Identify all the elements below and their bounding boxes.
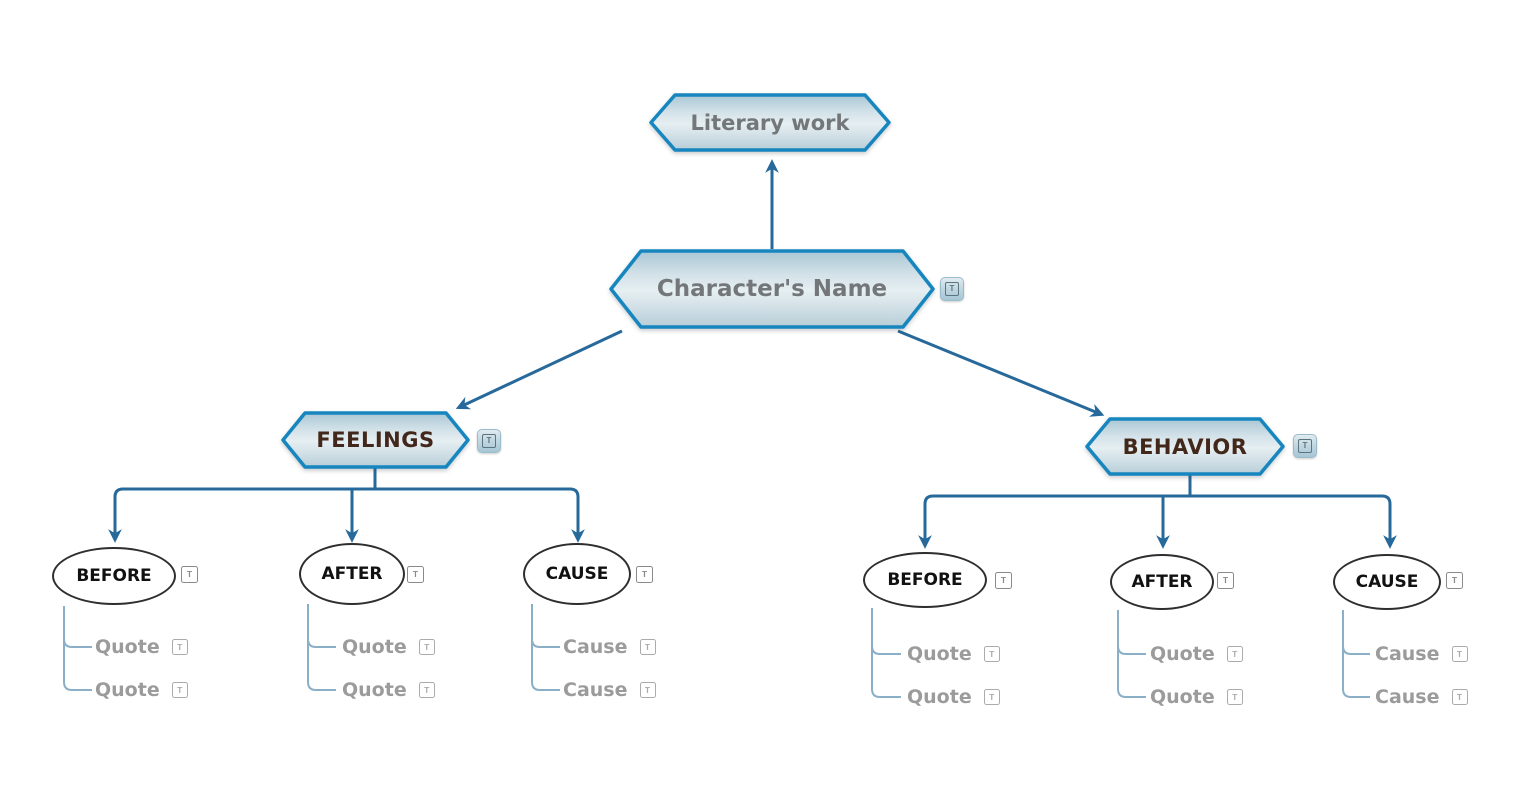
node-literary-work[interactable]: Literary work <box>649 93 891 152</box>
node-label: CAUSE <box>545 564 609 584</box>
badge-letter: T <box>1302 441 1308 450</box>
badge-letter: T <box>989 648 995 659</box>
node-characters-name[interactable]: Character's Name <box>609 249 935 329</box>
text-badge-icon[interactable]: T <box>171 639 188 655</box>
node-label: CAUSE <box>1355 572 1419 592</box>
text-badge-icon[interactable]: T <box>477 429 501 453</box>
leaf-label: Quote <box>907 643 972 665</box>
node-label: FEELINGS <box>316 428 435 452</box>
leaf-label: Quote <box>1150 686 1215 708</box>
badge-letter: T <box>1451 575 1458 586</box>
badge-letter: T <box>1232 691 1238 702</box>
badge-letter: T <box>412 569 419 580</box>
leaf-behavior-before-quote-1[interactable]: Quote T <box>907 641 1000 667</box>
hexagon-shape <box>281 411 470 469</box>
node-behavior-cause[interactable]: CAUSE <box>1333 554 1441 610</box>
leaf-feelings-after-quote-1[interactable]: Quote T <box>342 634 435 660</box>
badge-letter: T <box>177 684 183 695</box>
text-badge-icon[interactable]: T <box>1446 572 1463 589</box>
leaf-label: Quote <box>907 686 972 708</box>
node-behavior-before[interactable]: BEFORE <box>863 552 987 608</box>
leaf-behavior-cause-2[interactable]: Cause T <box>1375 684 1468 710</box>
leaf-feelings-cause-2[interactable]: Cause T <box>563 677 656 703</box>
hexagon-shape <box>609 249 935 329</box>
text-badge-icon[interactable]: T <box>639 639 656 655</box>
text-badge-icon[interactable]: T <box>418 639 435 655</box>
leaf-label: Quote <box>95 636 160 658</box>
leaf-label: Quote <box>1150 643 1215 665</box>
leaf-label: Cause <box>563 679 628 701</box>
node-feelings-before[interactable]: BEFORE <box>52 547 176 605</box>
node-feelings-cause[interactable]: CAUSE <box>523 543 631 605</box>
text-badge-icon[interactable]: T <box>171 682 188 698</box>
text-badge-icon[interactable]: T <box>940 277 964 301</box>
badge-letter: T <box>486 436 492 445</box>
leaf-feelings-before-quote-1[interactable]: Quote T <box>95 634 188 660</box>
node-feelings-after[interactable]: AFTER <box>299 543 405 605</box>
leaf-label: Quote <box>95 679 160 701</box>
leaf-feelings-after-quote-2[interactable]: Quote T <box>342 677 435 703</box>
badge-letter: T <box>641 569 648 580</box>
leaf-behavior-after-quote-2[interactable]: Quote T <box>1150 684 1243 710</box>
hexagon-shape <box>649 93 891 152</box>
leaf-feelings-cause-1[interactable]: Cause T <box>563 634 656 660</box>
node-label: BEFORE <box>76 566 152 586</box>
badge-letter: T <box>177 641 183 652</box>
badge-letter: T <box>1456 691 1463 702</box>
text-badge-icon[interactable]: T <box>1451 689 1468 705</box>
edge-feelings-rail <box>108 487 585 543</box>
leaf-feelings-before-quote-2[interactable]: Quote T <box>95 677 188 703</box>
leaf-label: Cause <box>1375 643 1440 665</box>
badge-letter: T <box>186 569 193 580</box>
text-badge-icon[interactable]: T <box>418 682 435 698</box>
node-label: BEHAVIOR <box>1122 434 1248 459</box>
leaf-label: Quote <box>342 679 407 701</box>
node-label: AFTER <box>321 564 383 584</box>
leaf-behavior-before-quote-2[interactable]: Quote T <box>907 684 1000 710</box>
leaf-label: Quote <box>342 636 407 658</box>
leaf-behavior-cause-1[interactable]: Cause T <box>1375 641 1468 667</box>
leaf-connectors <box>63 604 1370 698</box>
badge-letter: T <box>949 284 955 293</box>
hexagon-shape <box>1085 417 1285 476</box>
badge-letter: T <box>1222 575 1229 586</box>
badge-letter: T <box>424 684 430 695</box>
text-badge-icon[interactable]: T <box>983 646 1000 662</box>
node-label: AFTER <box>1131 572 1193 592</box>
text-badge-icon[interactable]: T <box>639 682 656 698</box>
text-badge-icon[interactable]: T <box>1226 689 1243 705</box>
badge-letter: T <box>644 684 651 695</box>
node-feelings[interactable]: FEELINGS <box>281 411 470 469</box>
node-behavior-after[interactable]: AFTER <box>1110 554 1214 610</box>
node-label: Literary work <box>690 110 850 135</box>
text-badge-icon[interactable]: T <box>983 689 1000 705</box>
text-badge-icon[interactable]: T <box>636 566 653 583</box>
badge-letter: T <box>989 691 995 702</box>
text-badge-icon[interactable]: T <box>995 572 1012 589</box>
node-label: Character's Name <box>656 276 888 302</box>
leaf-label: Cause <box>1375 686 1440 708</box>
text-badge-icon[interactable]: T <box>181 566 198 583</box>
node-label: BEFORE <box>887 570 963 590</box>
edge-character-to-feelings <box>455 329 623 410</box>
edge-behavior-rail <box>918 494 1397 549</box>
text-badge-icon[interactable]: T <box>1451 646 1468 662</box>
badge-letter: T <box>424 641 430 652</box>
edge-character-to-behavior <box>897 329 1105 417</box>
leaf-behavior-after-quote-1[interactable]: Quote T <box>1150 641 1243 667</box>
text-badge-icon[interactable]: T <box>1217 572 1234 589</box>
node-behavior[interactable]: BEHAVIOR <box>1085 417 1285 476</box>
leaf-label: Cause <box>563 636 628 658</box>
text-badge-icon[interactable]: T <box>1293 434 1317 458</box>
badge-letter: T <box>1232 648 1238 659</box>
badge-letter: T <box>1456 648 1463 659</box>
text-badge-icon[interactable]: T <box>1226 646 1243 662</box>
text-badge-icon[interactable]: T <box>407 566 424 583</box>
badge-letter: T <box>644 641 651 652</box>
badge-letter: T <box>1000 575 1007 586</box>
